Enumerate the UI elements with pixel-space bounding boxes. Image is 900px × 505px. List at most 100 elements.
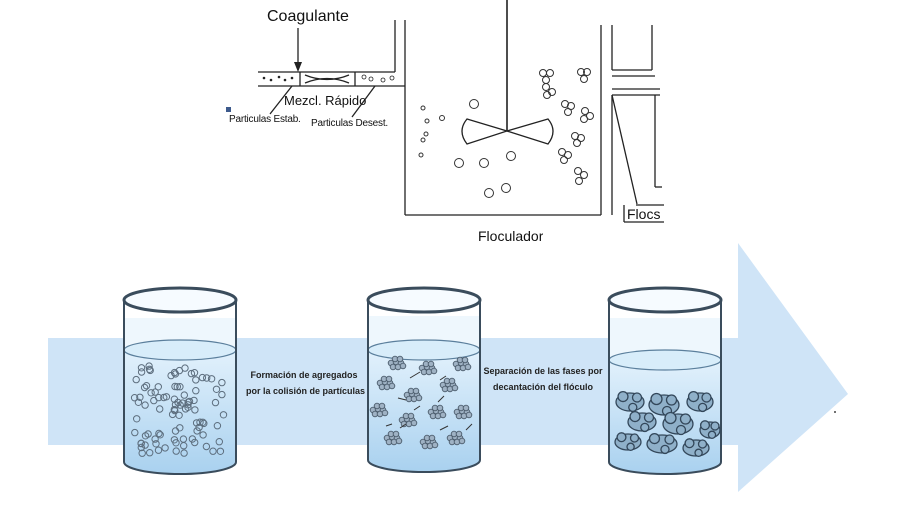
particle xyxy=(211,398,220,407)
particle xyxy=(173,383,182,391)
particle xyxy=(213,422,222,430)
flocs-label: Flocs xyxy=(627,206,661,222)
agitator-blade-left xyxy=(461,118,510,145)
particle xyxy=(137,439,145,448)
blue-marker xyxy=(226,107,231,112)
step-1-line-1: Formación de agregados xyxy=(250,370,358,380)
particle xyxy=(176,383,184,391)
dot-mark xyxy=(834,411,836,413)
particle xyxy=(207,375,216,383)
particle xyxy=(184,403,192,411)
particle xyxy=(196,418,204,426)
stable-particles-label: Particulas Estab. xyxy=(229,114,301,125)
particle xyxy=(140,383,149,392)
particle xyxy=(146,449,154,457)
step-2-line-1: Separación de las fases por xyxy=(483,366,603,376)
particle xyxy=(137,364,146,372)
particle xyxy=(156,431,164,439)
collision-arrow xyxy=(413,405,421,411)
particle xyxy=(219,411,228,419)
collision-arrow xyxy=(409,371,421,379)
agitator-blade-right xyxy=(504,118,554,145)
particle xyxy=(198,373,207,382)
particle xyxy=(168,410,177,419)
particle xyxy=(133,415,141,423)
particle xyxy=(154,383,163,391)
flocculator-schematic xyxy=(258,0,664,223)
particle xyxy=(202,442,211,451)
particle xyxy=(145,362,153,370)
beaker-1-particles xyxy=(130,362,228,457)
floc xyxy=(615,390,645,413)
particle xyxy=(178,399,187,407)
aggregate xyxy=(452,356,472,372)
particle xyxy=(184,401,192,409)
particle xyxy=(192,376,200,384)
particle xyxy=(151,435,159,443)
particle xyxy=(161,444,169,452)
floc xyxy=(627,410,657,433)
aggregate xyxy=(369,402,389,418)
particle xyxy=(171,382,179,391)
particle xyxy=(180,391,189,399)
particle xyxy=(200,419,208,428)
particle xyxy=(132,375,140,384)
aggregate xyxy=(439,377,459,393)
particle xyxy=(199,431,207,439)
collision-arrow xyxy=(465,423,473,431)
particle xyxy=(137,443,146,452)
particle xyxy=(172,447,180,455)
particle xyxy=(188,435,197,443)
floc xyxy=(699,420,721,440)
particle xyxy=(145,365,154,373)
aggregate xyxy=(453,404,473,420)
particle xyxy=(215,438,224,446)
particle xyxy=(176,401,184,409)
particle xyxy=(134,398,143,406)
step-1-caption: Formación de agregados por la colisión d… xyxy=(246,367,366,399)
floc xyxy=(662,411,694,436)
particle xyxy=(209,447,217,455)
static-mixer-icon xyxy=(304,74,350,84)
collision-arrow xyxy=(399,423,407,429)
floc xyxy=(686,390,714,413)
coagulant-arrow-head xyxy=(294,62,302,72)
collision-arrow xyxy=(385,423,393,427)
aggregate xyxy=(387,355,407,371)
beaker-3-settled-flocs xyxy=(614,390,721,458)
collision-arrow xyxy=(397,397,407,401)
particle xyxy=(131,428,139,437)
beaker-2-aggregates xyxy=(369,355,473,450)
particle xyxy=(218,378,226,387)
particle xyxy=(130,394,139,402)
leader-estab xyxy=(269,85,293,115)
particle xyxy=(203,374,211,382)
floc xyxy=(646,432,678,455)
particle xyxy=(212,385,221,393)
particle xyxy=(180,449,188,457)
particle xyxy=(138,449,146,457)
particle xyxy=(171,401,180,409)
pipe-particles xyxy=(262,74,395,83)
aggregate xyxy=(398,412,418,428)
particle xyxy=(136,393,144,401)
particle xyxy=(137,368,146,376)
aggregate xyxy=(446,430,466,446)
particle xyxy=(147,389,155,397)
floc xyxy=(682,438,710,458)
collision-arrow xyxy=(439,375,447,381)
particle xyxy=(156,405,164,413)
particle xyxy=(155,393,163,402)
particle xyxy=(195,423,203,432)
particle xyxy=(170,395,179,403)
aggregate xyxy=(427,404,447,420)
particle xyxy=(218,390,226,399)
step-1-line-2: por la colisión de partículas xyxy=(246,386,366,396)
tank-flocs xyxy=(539,68,594,185)
particle xyxy=(141,432,150,440)
particle xyxy=(142,382,151,390)
leader-desest xyxy=(351,85,376,118)
particle xyxy=(190,369,199,377)
